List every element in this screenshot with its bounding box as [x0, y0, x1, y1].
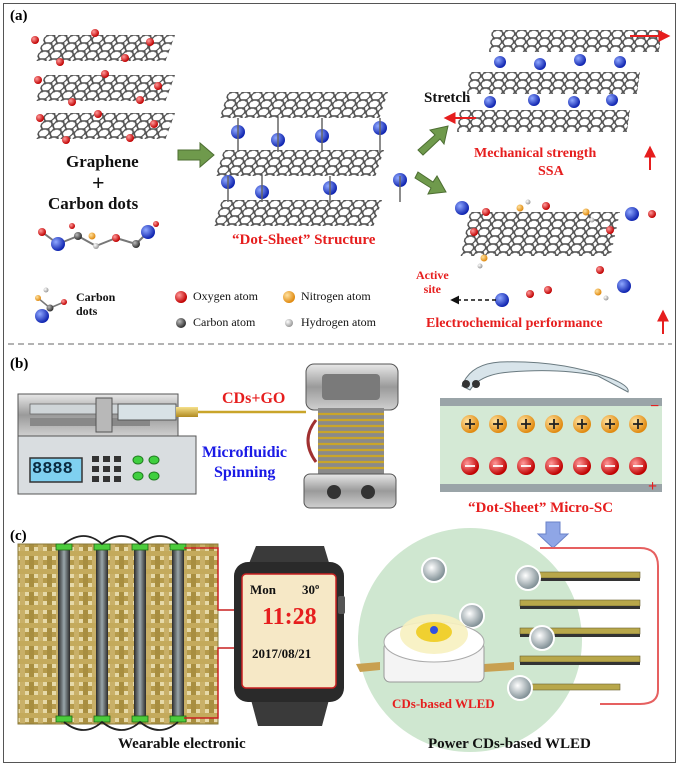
wearable-textile: [17, 535, 238, 731]
watch-date: 2017/08/21: [252, 646, 312, 661]
legend-carbon-dot: [176, 318, 186, 328]
legend-oxygen-dot: [175, 291, 187, 303]
legend-nitrogen-dot: [283, 291, 295, 303]
positive-ions: [461, 415, 647, 433]
watch-day: Mon: [250, 582, 276, 597]
arrow-to-structure: [177, 141, 215, 169]
graphene-label: Graphene: [66, 152, 139, 171]
power-wled-caption: Power CDs-based WLED: [428, 736, 591, 752]
micro-sc-minus: −: [650, 398, 660, 415]
micro-sc-label: “Dot-Sheet” Micro-SC: [468, 500, 614, 516]
carbon-dots-label: Carbon dots: [48, 194, 139, 213]
micro-sc-plus: +: [648, 478, 658, 495]
legend-carbon-dots-icon: [35, 287, 67, 323]
arrow-to-electrochem: [414, 171, 447, 195]
cds-wled-label: CDs-based WLED: [392, 696, 495, 711]
arrow-down-micro-sc: [536, 521, 570, 549]
spinning-device: [303, 363, 399, 509]
wearable-electronic-caption: Wearable electronic: [118, 736, 246, 752]
dot-sheet-structure-model: [213, 92, 407, 226]
smart-watch: [234, 546, 345, 726]
electrochemical-performance-label: Electrochemical performance: [426, 316, 603, 331]
carbon-dots-molecule: [38, 221, 159, 251]
legend-oxygen-label: Oxygen atom: [193, 289, 258, 303]
stretch-label: Stretch: [424, 90, 471, 106]
graphene-stack: [31, 29, 175, 144]
electrochem-model: [450, 199, 656, 307]
mechanical-strength-label: Mechanical strength: [474, 146, 597, 161]
cds-go-label: CDs+GO: [222, 390, 286, 407]
pump-display: 8888: [32, 460, 73, 479]
legend-hydrogen-dot: [285, 319, 293, 327]
ssa-label: SSA: [538, 164, 564, 179]
legend-carbon-dots-label: Carbon dots: [76, 290, 116, 318]
plus-sign: +: [92, 170, 105, 195]
panel-label-b: (b): [10, 356, 29, 372]
panel-label-c: (c): [10, 528, 27, 544]
wled-circuit: [356, 528, 659, 752]
watch-temp: 30º: [302, 582, 320, 597]
arrow-to-stretch: [417, 125, 449, 156]
legend-carbon-label: Carbon atom: [193, 315, 256, 329]
negative-ions: [461, 457, 647, 475]
panel-label-a: (a): [10, 8, 28, 24]
syringe-pump: [17, 393, 306, 495]
spinning-label: Spinning: [214, 464, 276, 481]
dot-sheet-structure-label: “Dot-Sheet” Structure: [232, 232, 376, 248]
legend-hydrogen-label: Hydrogen atom: [301, 315, 376, 329]
microfluidic-label: Microfluidic: [202, 444, 288, 461]
legend-nitrogen-label: Nitrogen atom: [301, 289, 371, 303]
micro-sc-device: [440, 361, 662, 492]
watch-time: 11:28: [262, 604, 317, 630]
stretched-structure-model: [443, 30, 671, 132]
active-site-label: Active site: [416, 268, 449, 296]
